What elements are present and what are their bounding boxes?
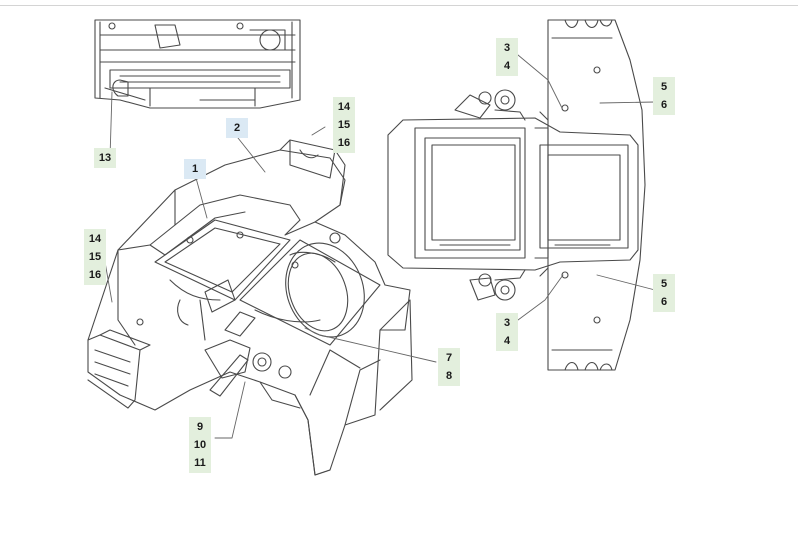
detail-view-top (94, 19, 301, 109)
main-frame-assembly (87, 139, 413, 476)
callout-9: 9 (189, 417, 211, 437)
callout-14-top: 14 (333, 97, 355, 117)
callout-5-bottom: 5 (653, 274, 675, 294)
callout-2: 2 (226, 118, 248, 138)
callout-8: 8 (438, 366, 460, 386)
callout-4-top: 4 (496, 56, 518, 76)
callout-1: 1 (184, 159, 206, 179)
callout-10: 10 (189, 435, 211, 455)
callout-5-top: 5 (653, 77, 675, 97)
callout-14-left: 14 (84, 229, 106, 249)
callout-15-left: 15 (84, 247, 106, 267)
callout-3-top: 3 (496, 38, 518, 58)
callout-11: 11 (189, 453, 211, 473)
callout-3-bottom: 3 (496, 313, 518, 333)
leader-lines (104, 54, 656, 439)
callout-15-top: 15 (333, 115, 355, 135)
callout-6-top: 6 (653, 95, 675, 115)
callout-7: 7 (438, 348, 460, 368)
callout-4-bottom: 4 (496, 331, 518, 351)
callout-6-bottom: 6 (653, 292, 675, 312)
callout-16-left: 16 (84, 265, 106, 285)
callout-16-top: 16 (333, 133, 355, 153)
plan-view (387, 19, 646, 371)
callout-13: 13 (94, 148, 116, 168)
top-divider (0, 5, 798, 6)
